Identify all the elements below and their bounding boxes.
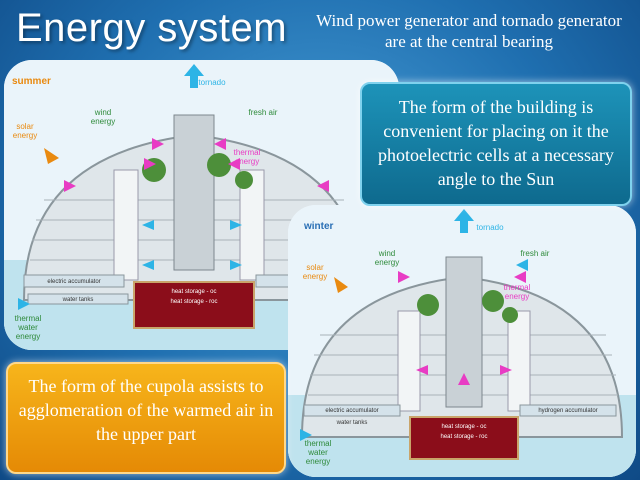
winter-season-label: winter xyxy=(304,221,334,232)
summer-thermal-label: thermal energy xyxy=(233,148,261,166)
winter-electric-label: electric accumulator xyxy=(325,408,379,414)
summer-electric-label: electric accumulator xyxy=(47,279,101,285)
winter-tornado-label: tornado xyxy=(476,223,504,232)
summer-season-label: summer xyxy=(12,76,51,87)
winter-hydrogen-label: hydrogen accumulator xyxy=(538,408,598,414)
summer-heat1-label: heat storage - oc xyxy=(171,289,217,295)
winter-heat1-label: heat storage - oc xyxy=(441,424,487,430)
winter-thermal-water-label: thermal water energy xyxy=(304,439,332,466)
summer-heat2-label: heat storage - roc xyxy=(170,299,218,305)
winter-fresh-label: fresh air xyxy=(520,249,550,258)
winter-building-illustration xyxy=(288,205,636,477)
winter-diagram: winter tornado wind energy fresh air sol… xyxy=(288,205,636,477)
winter-thermal-label: thermal energy xyxy=(503,283,531,301)
slide-title: Energy system xyxy=(16,6,288,50)
summer-thermal-water-label: thermal water energy xyxy=(14,314,42,341)
summer-wind-label: wind energy xyxy=(90,108,116,126)
summer-tornado-label: tornado xyxy=(198,78,226,87)
summer-fresh-label: fresh air xyxy=(248,108,278,117)
winter-solar-label: solar energy xyxy=(302,263,328,281)
winter-heat2-label: heat storage - roc xyxy=(440,434,488,440)
building-form-callout: The form of the building is convenient f… xyxy=(360,82,632,206)
winter-wind-label: wind energy xyxy=(374,249,400,267)
summer-water-tanks-label: water tanks xyxy=(62,297,94,303)
cupola-form-callout: The form of the cupola assists to agglom… xyxy=(6,362,286,474)
slide-subtitle: Wind power generator and tornado generat… xyxy=(316,11,622,51)
winter-water-tanks-label: water tanks xyxy=(336,420,368,426)
summer-solar-label: solar energy xyxy=(12,122,38,140)
